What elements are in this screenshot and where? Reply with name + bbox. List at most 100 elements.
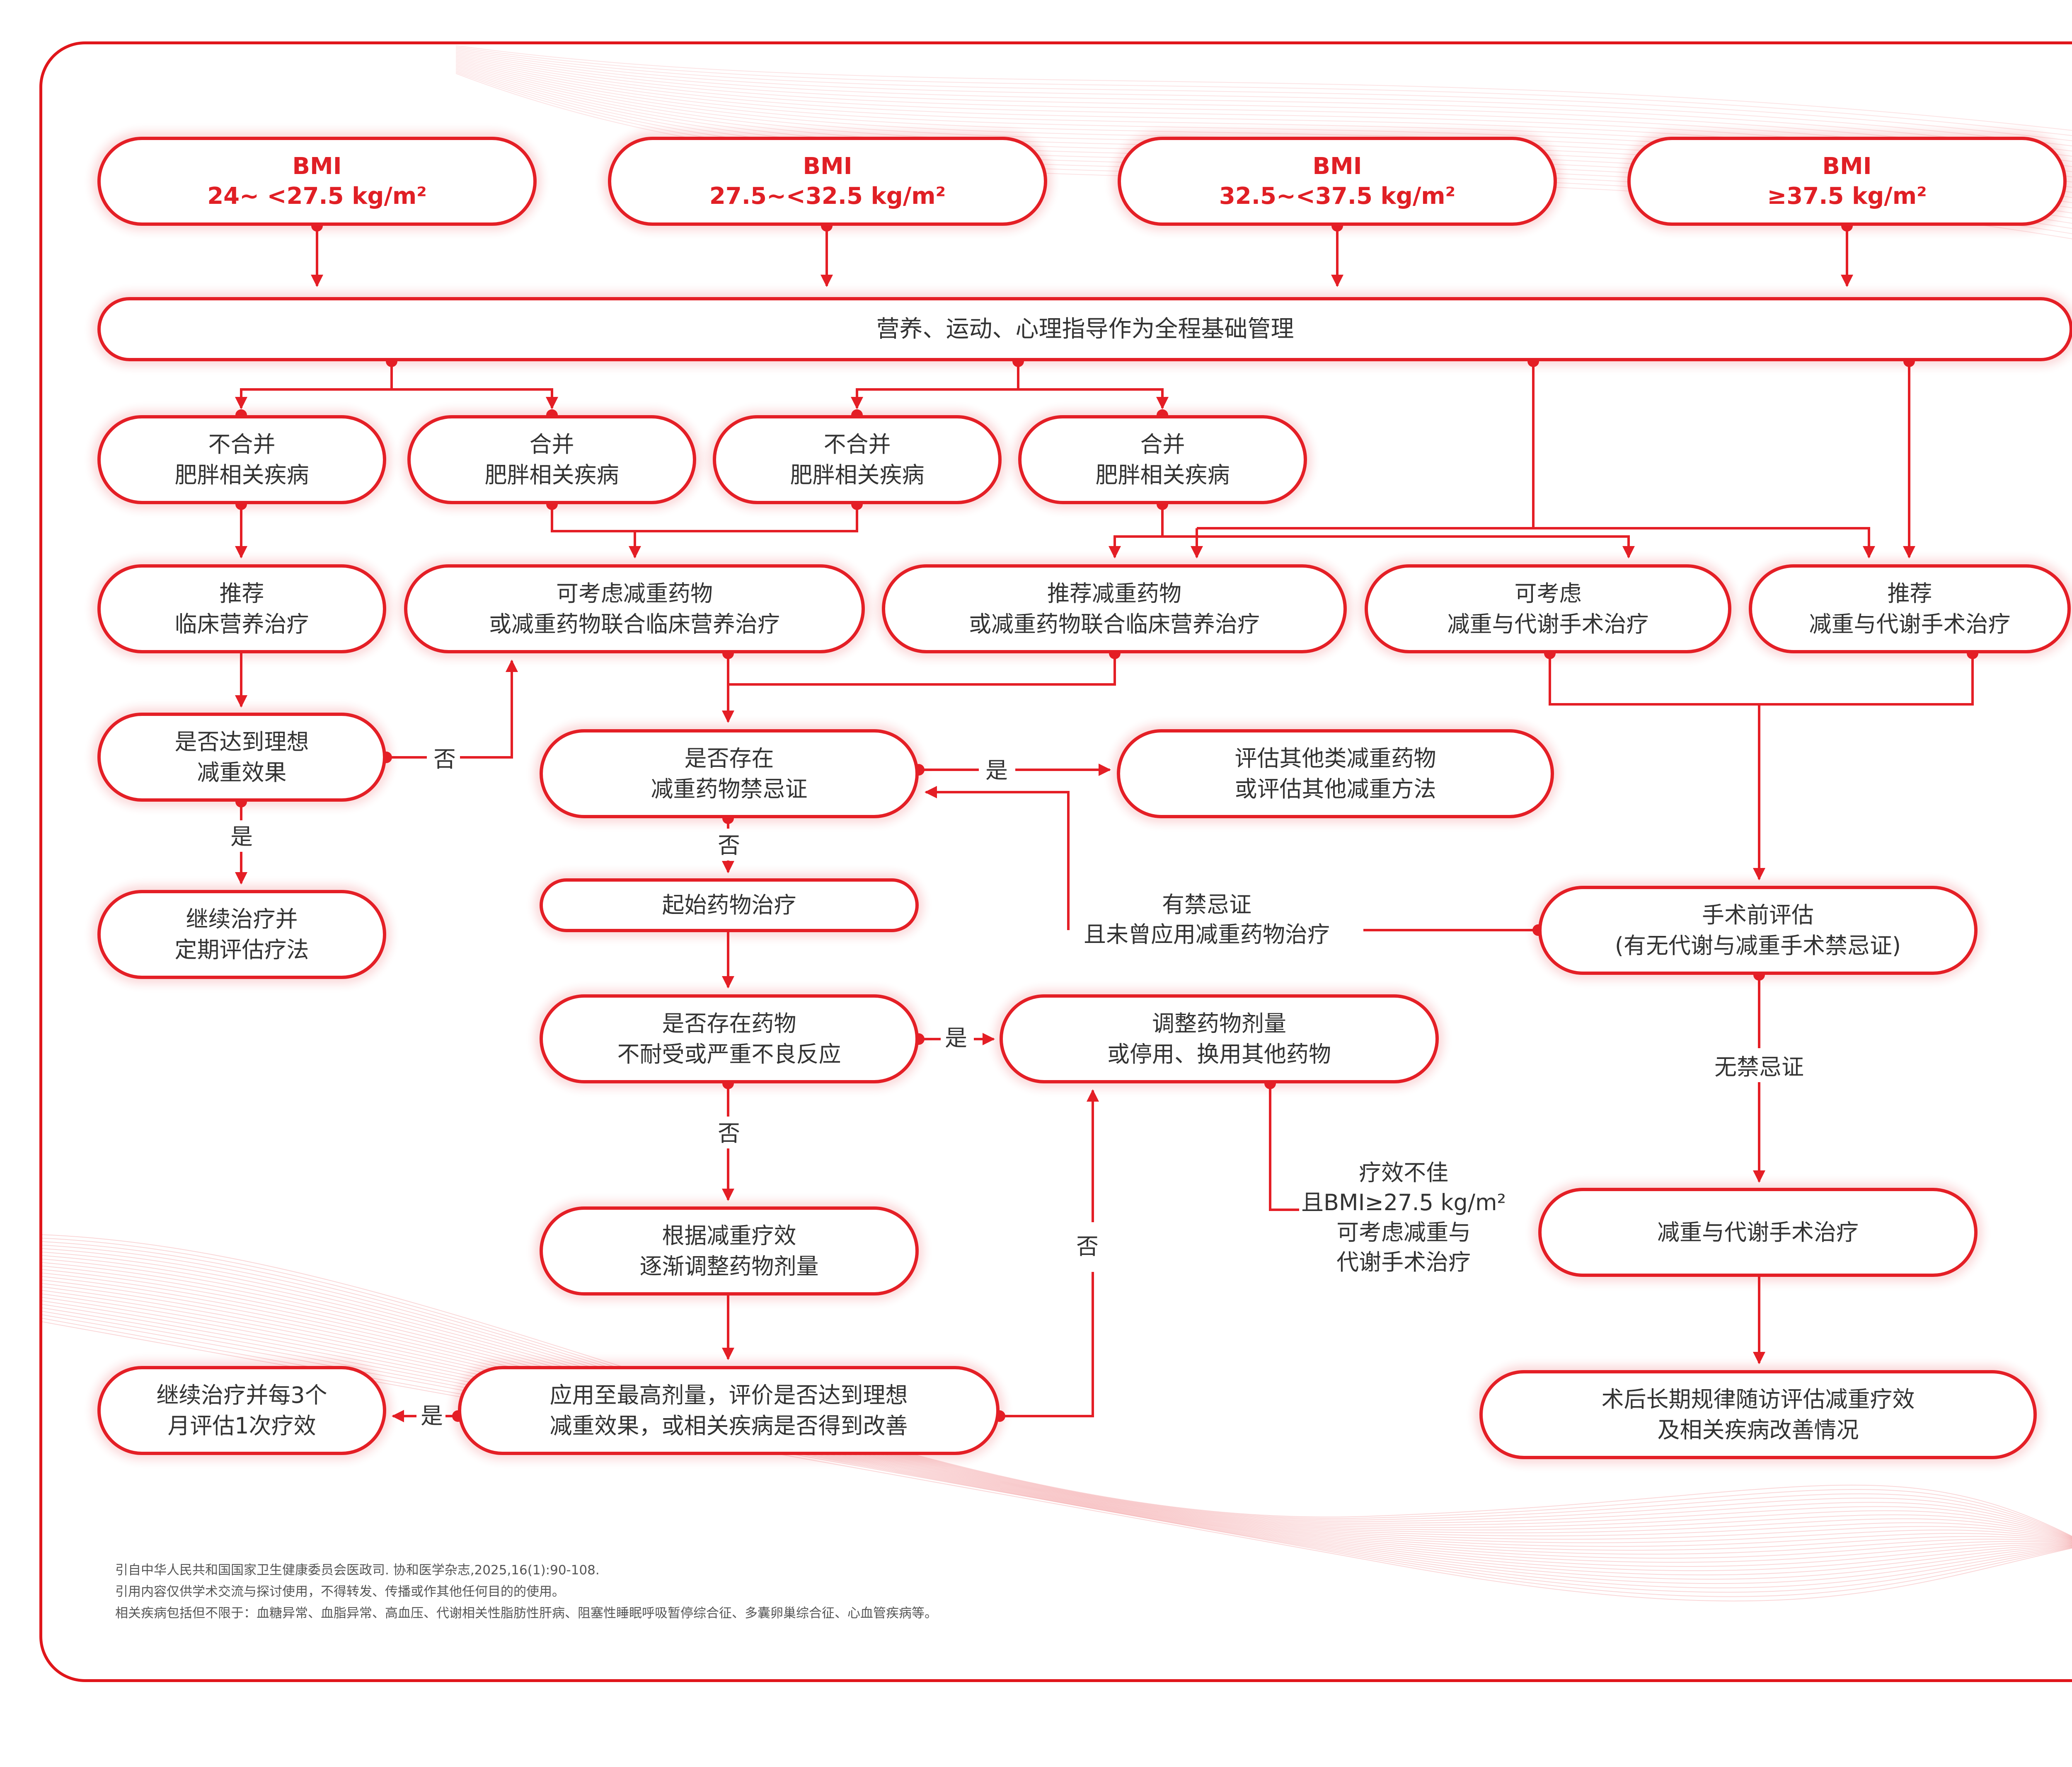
no-comorbidity-text-2: 不合并 肥胖相关疾病 (790, 431, 925, 488)
connector-base-to-c2 (1018, 388, 1169, 409)
wave-line (42, 1300, 2072, 1576)
recommend-drug-node: 推荐减重药物 或减重药物联合临床营养治疗 (882, 564, 1347, 653)
label-yes-intolerance: 是 (945, 1023, 967, 1053)
surgery-node: 减重与代谢手术治疗 (1538, 1188, 1978, 1277)
wave-line (42, 1314, 2072, 1593)
wave-line (42, 1283, 2072, 1555)
wave-line (42, 1310, 2072, 1588)
wave-line (42, 1286, 2072, 1559)
consider-surgery-text: 可考虑 减重与代谢手术治疗 (1447, 580, 1649, 637)
wave-line (42, 1255, 2072, 1560)
wave-line (42, 1252, 2072, 1561)
label-yes-ideal: 是 (230, 822, 253, 852)
wave-line (42, 1238, 2072, 1566)
connector-preop-contra-b (925, 786, 1070, 930)
connector-surgery-merge (1549, 653, 1974, 706)
connector-c2-to-consider-surgery (1162, 535, 1635, 558)
recommend-nutrition-node: 推荐 临床营养治疗 (97, 564, 386, 653)
base-management-node: 营养、运动、心理指导作为全程基础管理 (97, 297, 2072, 361)
bmi-24-27-node: BMI 24~ <27.5 kg/m² (97, 137, 537, 226)
wave-line (42, 1297, 2072, 1571)
comorbidity-node-2: 合并 肥胖相关疾病 (1018, 415, 1307, 504)
base-management-text: 营养、运动、心理指导作为全程基础管理 (876, 315, 1294, 343)
pre-op-evaluation-text: 手术前评估 (有无代谢与减重手术禁忌证) (1615, 902, 1901, 959)
comorbidity-text-2: 合并 肥胖相关疾病 (1095, 431, 1230, 488)
label-no-contra-surgery: 无禁忌证 (1714, 1052, 1804, 1082)
wave-line (42, 1304, 2072, 1580)
start-drug-node: 起始药物治疗 (540, 878, 919, 932)
no-comorbidity-node-1: 不合并 肥胖相关疾病 (97, 415, 386, 504)
label-yes-max-dose: 是 (421, 1401, 443, 1431)
adjust-dose-text: 调整药物剂量 或停用、换用其他药物 (1107, 1010, 1331, 1067)
wave-line (42, 1290, 2072, 1563)
wave-line (42, 1269, 2072, 1555)
wave-line (42, 1293, 2072, 1567)
adjust-dose-node: 调整药物剂量 或停用、换用其他药物 (1000, 994, 1439, 1083)
connector-base-to-c1 (392, 388, 558, 409)
consider-drug-text: 可考虑减重药物 或减重药物联合临床营养治疗 (489, 580, 780, 637)
no-comorbidity-node-2: 不合并 肥胖相关疾病 (713, 415, 1002, 504)
max-dose-evaluation-node: 应用至最高剂量，评价是否达到理想 减重效果，或相关疾病是否得到改善 (458, 1366, 1000, 1455)
wave-line (455, 45, 2072, 137)
comorbidity-text-1: 合并 肥胖相关疾病 (484, 431, 619, 488)
continue-evaluate-node: 继续治疗并 定期评估疗法 (97, 890, 386, 979)
label-no-intolerance: 否 (718, 1119, 740, 1148)
label-has-contraindication: 有禁忌证 且未曾应用减重药物治疗 (1084, 890, 1330, 950)
evaluate-other-methods-text: 评估其他类减重药物 或评估其他减重方法 (1234, 745, 1436, 802)
wave-line (42, 1245, 2072, 1563)
bmi-37-plus-text: BMI ≥37.5 kg/m² (1767, 152, 1927, 210)
connector-base-to-nc2 (851, 361, 1019, 409)
continue-3month-node: 继续治疗并每3个 月评估1次疗效 (97, 1366, 386, 1455)
label-no-ideal: 否 (433, 745, 456, 774)
label-no-contra: 否 (718, 831, 740, 861)
max-dose-evaluation-text: 应用至最高剂量，评价是否达到理想 减重效果，或相关疾病是否得到改善 (549, 1382, 908, 1439)
wave-line (42, 1258, 2072, 1559)
follow-up-node: 术后长期规律随访评估减重疗效 及相关疾病改善情况 (1479, 1370, 2037, 1459)
footnote-usage: 引用内容仅供学术交流与探讨使用，不得转发、传播或作其他任何目的的使用。 (115, 1584, 565, 1599)
recommend-surgery-node: 推荐 减重与代谢手术治疗 (1749, 564, 2071, 653)
footnote-diseases: 相关疾病包括但不限于：血糖异常、血脂异常、高血压、代谢相关性脂肪性肝病、阻塞性睡… (115, 1606, 937, 1621)
consider-surgery-node: 可考虑 减重与代谢手术治疗 (1365, 564, 1731, 653)
connector-adjust-to-poor (1269, 1083, 1299, 1211)
bmi-32-37-text: BMI 32.5~<37.5 kg/m² (1219, 152, 1456, 210)
connector-c1-nc2-merge (551, 504, 858, 532)
titrate-dose-text: 根据减重疗效 逐渐调整药物剂量 (639, 1222, 819, 1279)
comorbidity-node-1: 合并 肥胖相关疾病 (407, 415, 696, 504)
bmi-32-37-node: BMI 32.5~<37.5 kg/m² (1118, 137, 1557, 226)
no-comorbidity-text-1: 不合并 肥胖相关疾病 (174, 431, 309, 488)
footnote-citation: 引自中华人民共和国国家卫生健康委员会医政司. 协和医学杂志,2025,16(1)… (115, 1563, 600, 1578)
wave-line (455, 52, 2072, 164)
intolerance-decision-text: 是否存在药物 不耐受或严重不良反应 (617, 1010, 841, 1067)
follow-up-text: 术后长期规律随访评估减重疗效 及相关疾病改善情况 (1601, 1386, 1915, 1443)
wave-line (42, 1272, 2072, 1554)
continue-evaluate-text: 继续治疗并 定期评估疗法 (174, 906, 309, 963)
wave-line (42, 1248, 2072, 1562)
bmi-24-27-text: BMI 24~ <27.5 kg/m² (207, 152, 427, 210)
label-yes-contra: 是 (985, 756, 1008, 786)
recommend-nutrition-text: 推荐 临床营养治疗 (174, 580, 309, 637)
label-no-max-dose: 否 (1076, 1232, 1099, 1262)
connector-ideal-no-b (460, 660, 518, 759)
bmi-27-32-text: BMI 27.5~<32.5 kg/m² (709, 152, 946, 210)
wave-line (42, 1265, 2072, 1556)
wave-line (42, 1279, 2072, 1552)
bmi-37-plus-node: BMI ≥37.5 kg/m² (1627, 137, 2067, 226)
wave-line (42, 1234, 2072, 1566)
evaluate-other-methods-node: 评估其他类减重药物 或评估其他减重方法 (1117, 729, 1554, 818)
wave-line (42, 1276, 2072, 1553)
ideal-effect-decision-node: 是否达到理想 减重效果 (97, 713, 386, 802)
contraindication-decision-node: 是否存在 减重药物禁忌证 (540, 729, 919, 818)
wave-line (455, 50, 2072, 159)
surgery-text: 减重与代谢手术治疗 (1657, 1219, 1859, 1245)
wave-line (455, 53, 2072, 169)
connector-rec-drug-merge (728, 653, 1116, 686)
consider-drug-node: 可考虑减重药物 或减重药物联合临床营养治疗 (404, 564, 865, 653)
wave-line (455, 48, 2072, 148)
connector-c2-to-rec-drug (1109, 504, 1164, 558)
ideal-effect-decision-text: 是否达到理想 减重效果 (174, 728, 309, 786)
connector-max-no-a (1000, 1272, 1094, 1417)
intolerance-decision-node: 是否存在药物 不耐受或严重不良反应 (540, 994, 919, 1083)
contraindication-decision-text: 是否存在 减重药物禁忌证 (651, 745, 808, 802)
